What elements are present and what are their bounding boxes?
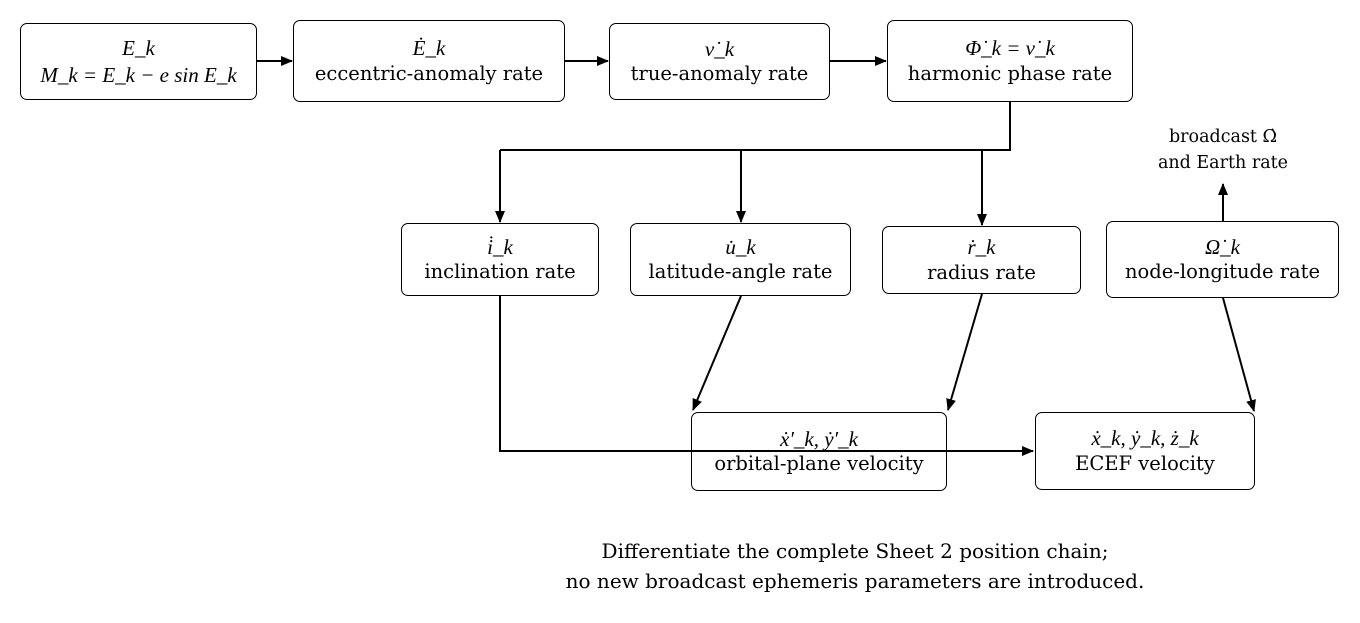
arrow-omegadot-to-ecef-velocity (1222, 297, 1256, 412)
node-symbol: Ω̇_k (1204, 234, 1240, 259)
node-symbol: ẋ′_k, ẏ′_k (780, 426, 858, 451)
node-label: true-anomaly rate (630, 62, 809, 86)
node-longitude-rate-node: Ω̇_k node-longitude rate (1106, 221, 1339, 298)
node-symbol: i̇_k (487, 234, 513, 259)
arrow-udot-to-orbital-velocity (692, 295, 742, 411)
true-anomaly-rate-node: ν̇_k true-anomaly rate (609, 23, 830, 100)
broadcast-note: broadcast Ω̇ and Earth rate (1113, 124, 1333, 176)
eccentric-anomaly-rate-node: Ė_k eccentric-anomaly rate (293, 20, 565, 102)
latitude-angle-rate-node: u̇_k latitude-angle rate (630, 223, 851, 296)
eccentric-anomaly-node: E_k M_k = E_k − e sin E_k (20, 23, 257, 100)
node-label: eccentric-anomaly rate (314, 61, 544, 85)
node-symbol: u̇_k (725, 234, 756, 259)
node-symbol: ν̇_k (704, 36, 735, 61)
node-label: orbital-plane velocity (714, 452, 924, 476)
orbital-plane-velocity-node: ẋ′_k, ẏ′_k orbital-plane velocity (691, 412, 947, 491)
node-label: M_k = E_k − e sin E_k (40, 62, 237, 87)
broadcast-note-line-2: and Earth rate (1157, 153, 1289, 173)
node-label: harmonic phase rate (907, 61, 1113, 85)
node-label: node-longitude rate (1124, 260, 1321, 284)
inclination-rate-node: i̇_k inclination rate (401, 223, 599, 296)
node-label: ECEF velocity (1075, 451, 1215, 475)
node-symbol: Φ̇_k = ν̇_k (965, 36, 1055, 61)
node-label: latitude-angle rate (648, 260, 833, 284)
node-symbol: ẋ_k, ẏ_k, ż_k (1091, 426, 1199, 451)
diagram-caption: Differentiate the complete Sheet 2 posit… (520, 536, 1190, 596)
node-symbol: ṙ_k (967, 235, 996, 260)
phidot-branch-trunk (500, 102, 1011, 151)
broadcast-note-line-1: broadcast Ω̇ (1168, 127, 1278, 147)
caption-line-2: no new broadcast ephemeris parameters ar… (565, 569, 1145, 593)
harmonic-phase-rate-node: Φ̇_k = ν̇_k harmonic phase rate (887, 20, 1133, 102)
arrow-rdot-to-orbital-velocity (946, 293, 983, 411)
caption-line-1: Differentiate the complete Sheet 2 posit… (601, 539, 1109, 563)
node-label: radius rate (927, 260, 1036, 284)
node-symbol: Ė_k (412, 36, 446, 61)
radius-rate-node: ṙ_k radius rate (882, 226, 1081, 294)
node-label: inclination rate (424, 260, 576, 284)
node-symbol: E_k (122, 35, 155, 60)
ecef-velocity-node: ẋ_k, ẏ_k, ż_k ECEF velocity (1035, 412, 1255, 490)
